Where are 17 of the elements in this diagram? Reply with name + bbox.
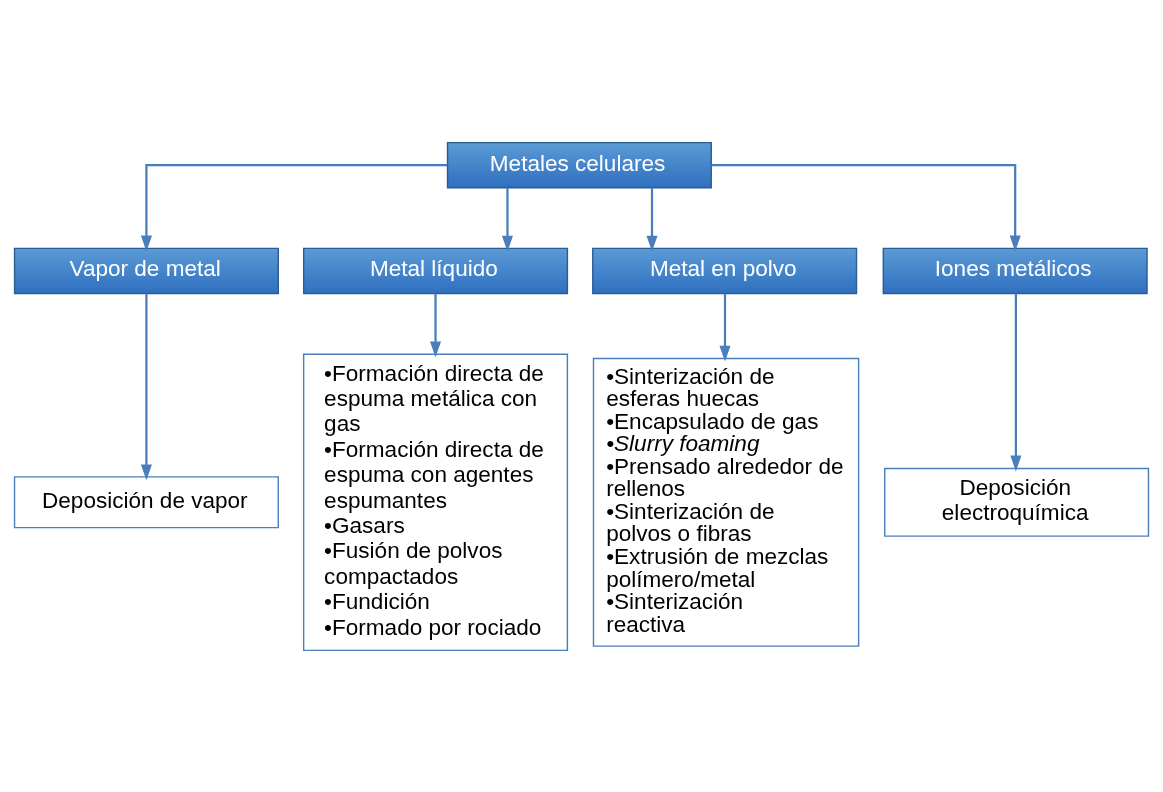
node-box: Metales celulares — [446, 141, 712, 188]
node-box: Iones metálicos — [882, 247, 1148, 294]
node-box: Deposición electroquímica — [884, 467, 1150, 537]
node-box: •Formación directa de espuma metálica con gas •Formación directa de espuma con agentes espumantes •Gasars •Fusión de polvos compactados •Fundición •Formado por rociado — [302, 353, 569, 651]
node-box: •Sinterización de esferas huecas •Encapsulado de gas •Slurry foaming •Prensado alrededor de rellenos •Sinterización de polvos o fibras •Extrusión de mezclas polímero/metal •Sinterización reactiva — [592, 357, 860, 647]
arrow — [501, 187, 513, 251]
node-box: Metal líquido — [302, 247, 569, 294]
arrow — [140, 293, 152, 480]
node-box: Vapor de metal — [13, 247, 279, 294]
arrow — [1010, 293, 1022, 471]
node-box: Metal en polvo — [592, 247, 858, 294]
node-box: Deposición de vapor — [13, 475, 279, 528]
arrow — [646, 187, 658, 251]
arrow — [719, 293, 731, 362]
arrow — [711, 163, 1021, 251]
arrow — [430, 293, 442, 357]
arrow — [140, 163, 448, 251]
